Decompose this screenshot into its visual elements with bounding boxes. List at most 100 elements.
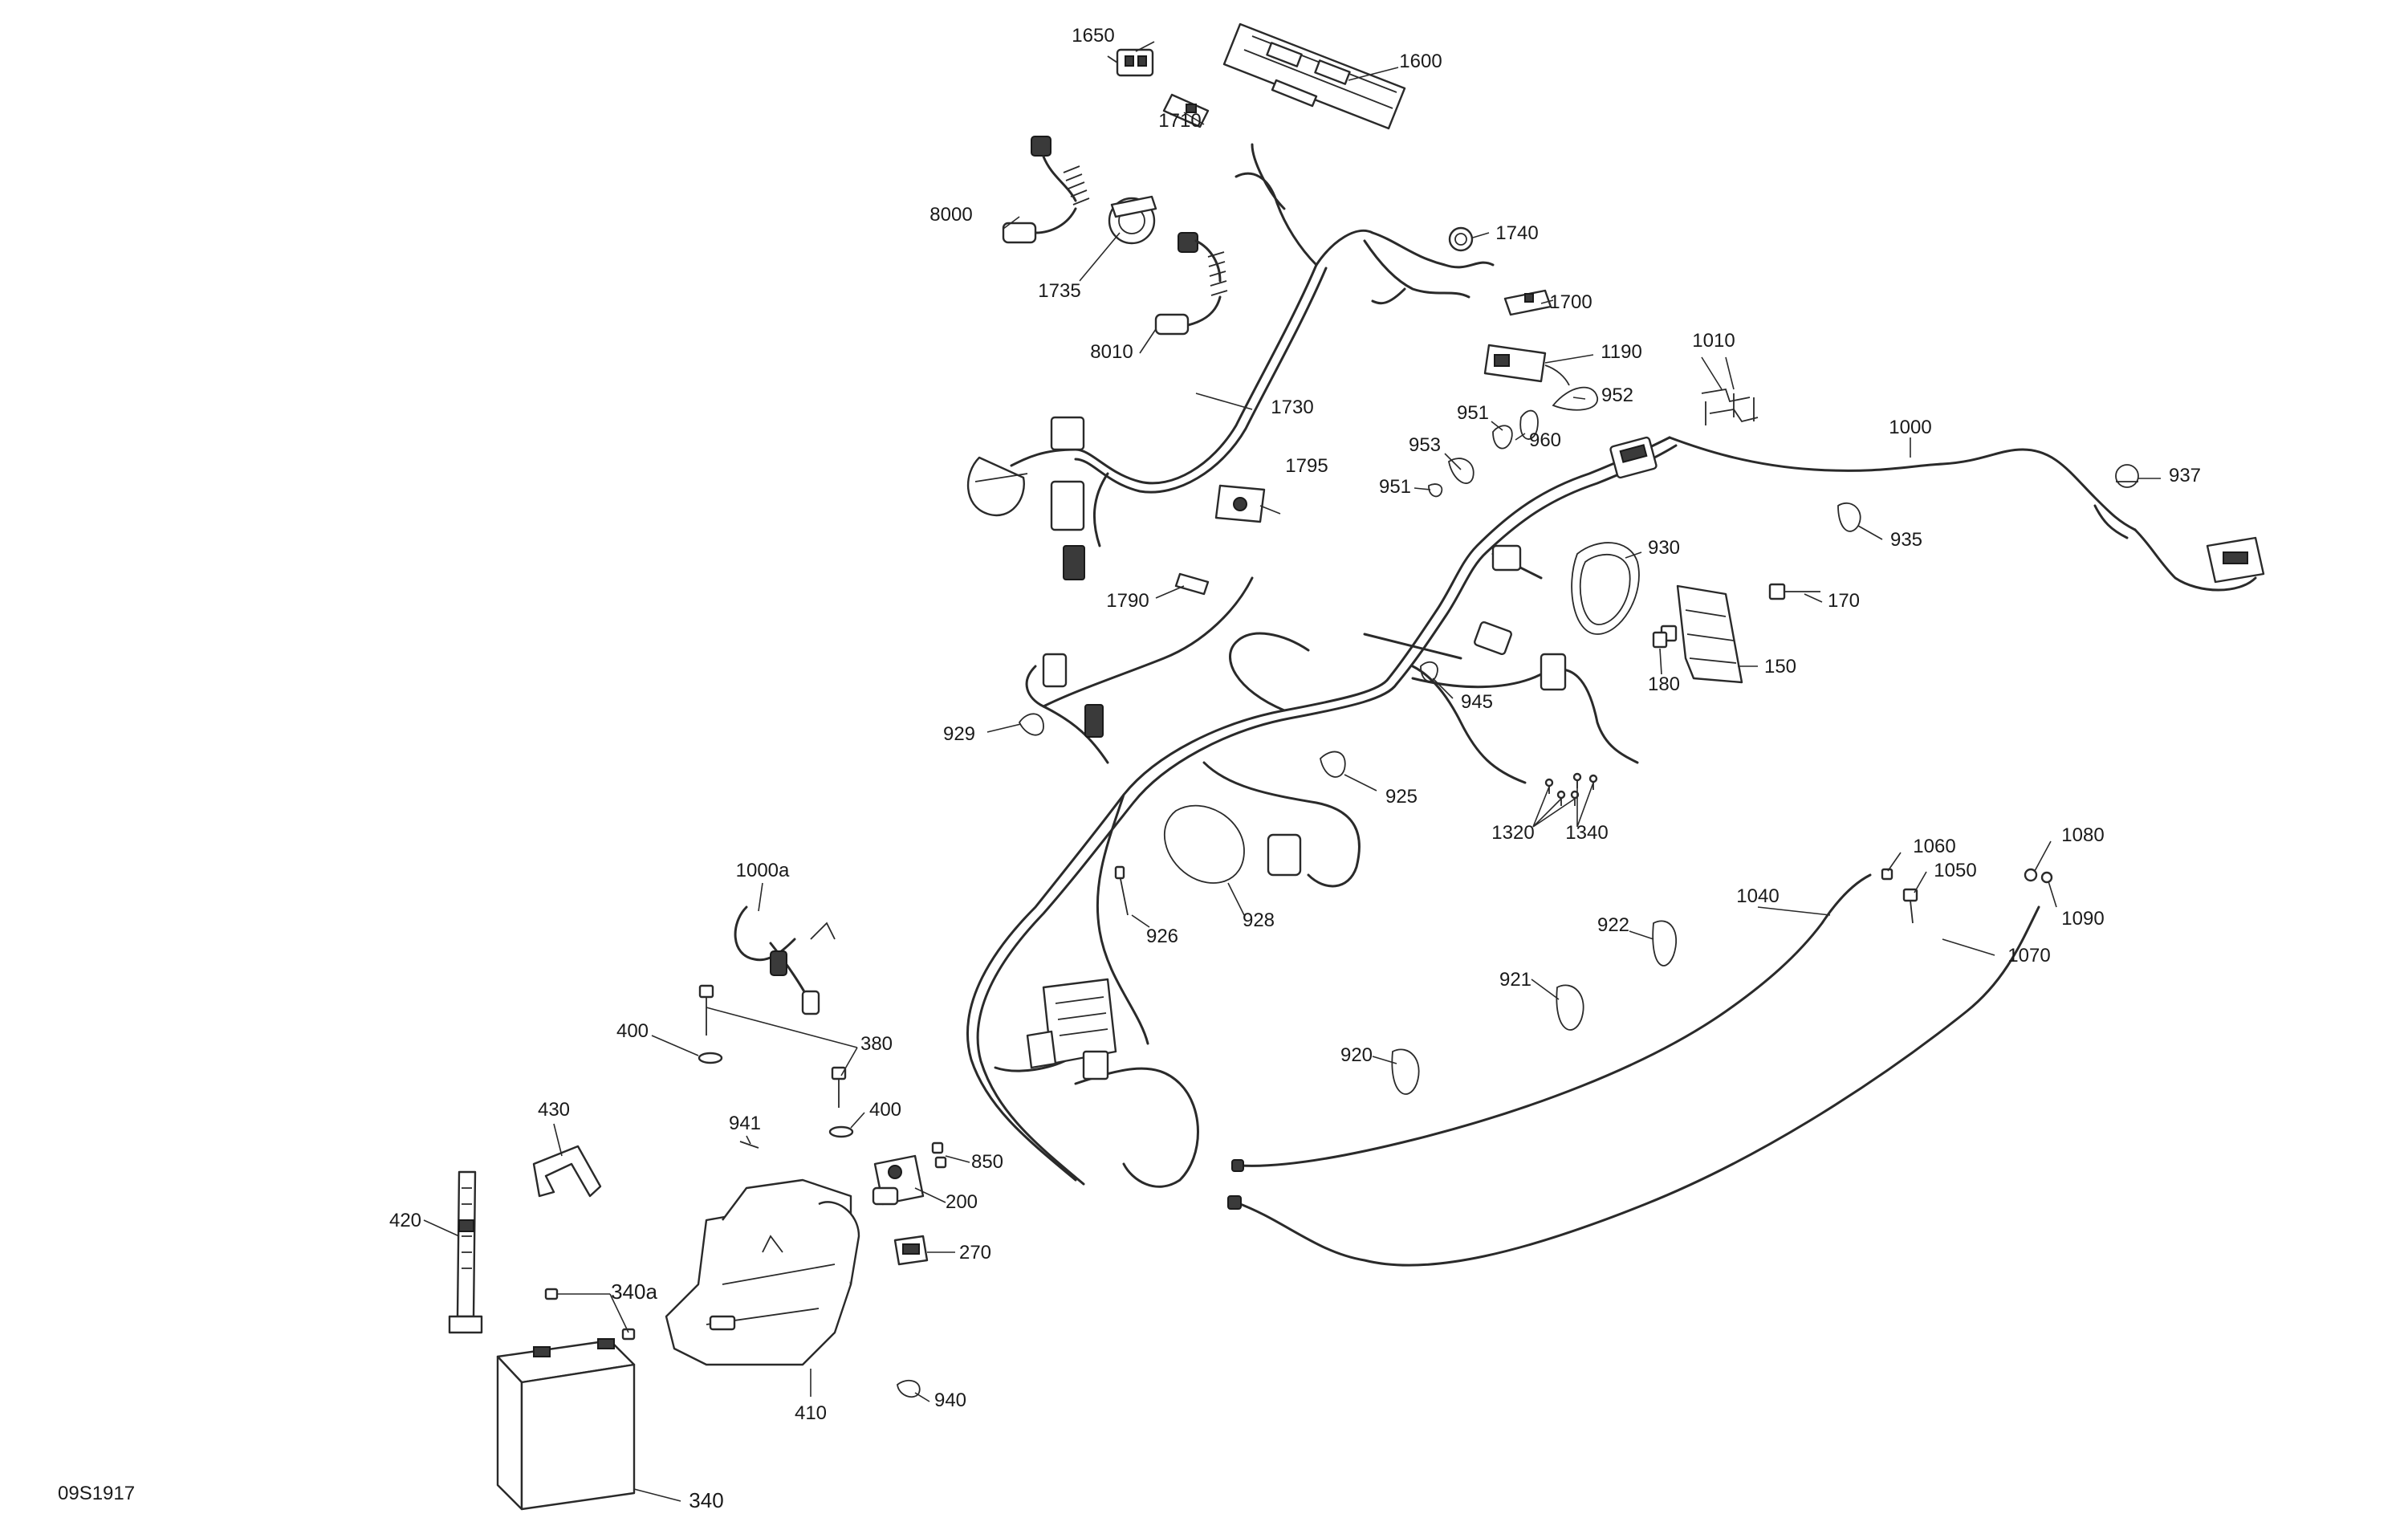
callout-1000a: 1000a [736,860,790,881]
ties-920-921-922 [1391,920,1678,1095]
callout-928: 928 [1243,909,1275,931]
callout-420: 420 [389,1210,421,1231]
callout-941: 941 [729,1113,761,1134]
connector-1000-end [2206,536,2265,584]
callout-1700: 1700 [1549,291,1592,313]
ecu-module-150 [1660,584,1743,684]
callout-labels: 1650 1600 1710 8000 1735 8010 1740 1700 … [58,25,2201,1512]
fuse-holder-1700 [1503,289,1552,316]
callout-410: 410 [795,1402,827,1424]
cable-8000 [1002,136,1090,244]
callout-1070: 1070 [2007,945,2050,966]
callout-930: 930 [1648,537,1680,559]
callout-1000: 1000 [1889,417,1931,438]
callout-1600: 1600 [1399,51,1442,72]
callout-935: 935 [1890,529,1922,551]
callout-400-upper: 400 [616,1020,649,1042]
tie-925 [1320,751,1346,778]
strap-928 [1163,804,1245,884]
callout-952: 952 [1601,385,1633,406]
callout-1080: 1080 [2061,824,2104,846]
callout-945: 945 [1461,691,1493,713]
solenoid-200 [872,1154,925,1206]
callout-8000: 8000 [929,204,972,226]
strap-420 [448,1170,483,1334]
fuse-1790 [1174,572,1210,596]
callout-8010: 8010 [1090,341,1133,363]
callout-340: 340 [689,1488,723,1512]
drawing-code: 09S1917 [58,1483,135,1504]
callout-1650: 1650 [1072,25,1114,47]
callout-921: 921 [1499,969,1531,991]
harness-connector-960 [1609,436,1658,479]
callout-1730: 1730 [1271,397,1313,418]
nut-180 [1652,631,1668,649]
callout-922: 922 [1597,914,1629,936]
battery-340 [496,1338,636,1511]
bracket-1735 [1108,195,1157,245]
callout-929: 929 [943,723,975,745]
callout-340a: 340a [611,1280,657,1304]
tie-945 [1420,661,1438,682]
callout-926: 926 [1146,926,1178,947]
callout-925: 925 [1385,786,1418,808]
grommet-1740 [1448,226,1474,252]
callout-270: 270 [959,1242,991,1263]
callout-960: 960 [1529,429,1561,451]
nuts-1080-1090 [2024,868,2053,884]
callout-1010: 1010 [1692,330,1735,352]
callout-1710: 1710 [1158,110,1201,132]
callout-1795: 1795 [1285,455,1328,477]
tie-929 [1018,713,1044,736]
cover-270 [893,1235,929,1266]
bolts-850 [931,1141,947,1169]
clamp-430 [532,1145,602,1198]
callout-951-lower: 951 [1379,476,1411,498]
callout-953: 953 [1409,434,1441,456]
trunk-connectors [1042,544,1567,877]
callout-1320: 1320 [1491,822,1534,844]
callout-1050: 1050 [1934,860,1976,881]
fuse-box [1026,978,1117,1080]
callout-430: 430 [538,1099,570,1121]
callout-1735: 1735 [1038,280,1080,302]
strap-930 [1571,542,1640,635]
cable-1000a [734,905,836,1015]
main-harness [966,436,2257,1188]
callout-1060: 1060 [1913,836,1955,857]
leader-lines [423,41,2161,1502]
callout-400-lower: 400 [869,1099,901,1121]
pin-941 [739,1141,759,1149]
callout-920: 920 [1340,1044,1373,1066]
callout-940: 940 [934,1390,966,1411]
callout-180: 180 [1648,673,1680,695]
clip-935 [1837,502,1861,532]
clips-1010 [1701,388,1759,425]
callout-380: 380 [860,1033,893,1055]
callout-1040: 1040 [1736,885,1779,907]
callout-951-upper: 951 [1457,402,1489,424]
lamp-socket-1730 [967,416,1085,580]
connector-1650 [1107,48,1154,77]
bolt-170 [1768,583,1820,600]
boot-940 [897,1379,921,1398]
cable-1040 [1231,873,1872,1172]
callout-150: 150 [1764,656,1796,678]
callout-170: 170 [1828,590,1860,612]
module-1795 [1214,484,1266,523]
cable-ties-group [1428,386,1598,498]
relay-1190 [1483,344,1570,386]
screws-340a [544,1288,636,1341]
callout-1790: 1790 [1106,590,1149,612]
switch-1710 [1162,93,1210,128]
callout-1190: 1190 [1601,341,1642,363]
screws-380-400 [698,984,854,1138]
clip-937 [2115,464,2139,488]
cable-1070 [1227,905,2040,1267]
callout-937: 937 [2169,465,2201,486]
callout-200: 200 [946,1191,978,1213]
callout-1090: 1090 [2061,908,2104,930]
nut-1060 [1881,868,1893,881]
